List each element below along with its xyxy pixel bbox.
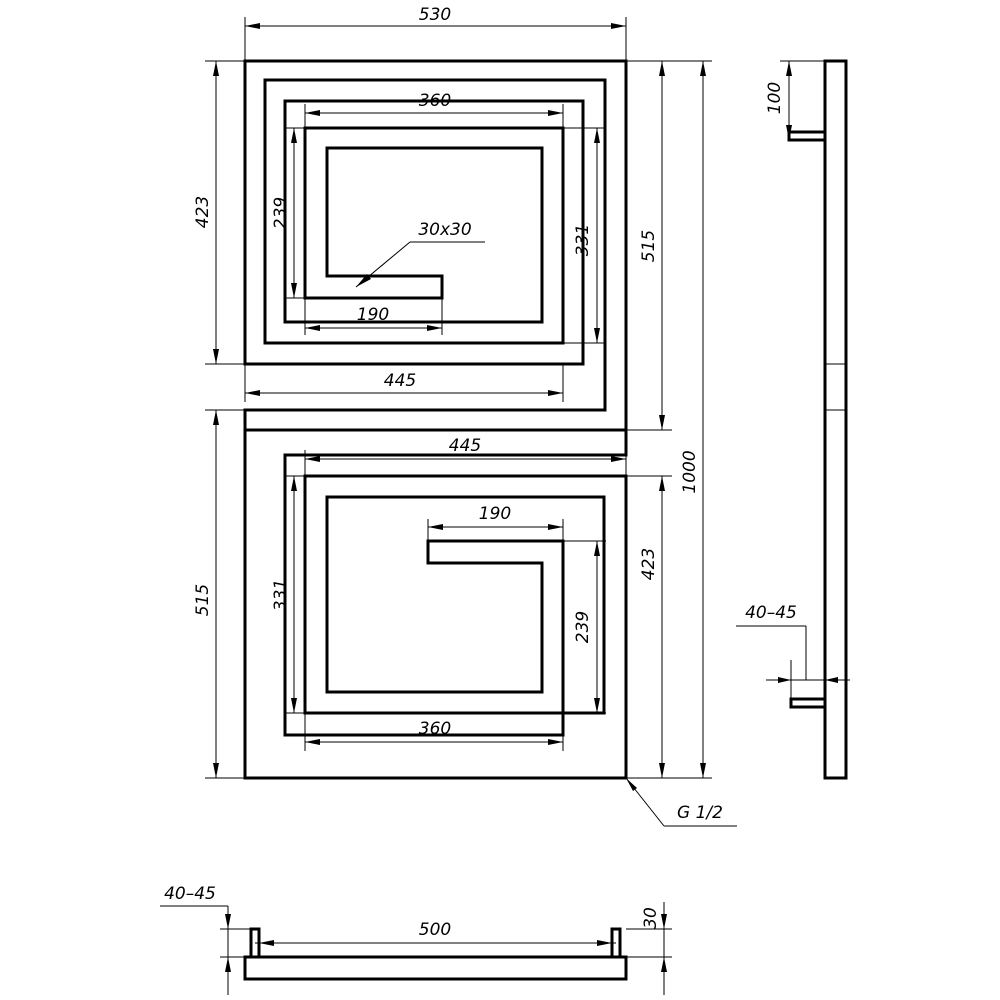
upper-spiral-outline bbox=[243, 59, 628, 432]
label-upper-inner-width: 360 bbox=[419, 91, 451, 111]
label-lower-left-height: 515 bbox=[193, 584, 213, 616]
label-bottom-wall-distance: 40–45 bbox=[164, 884, 216, 904]
label-connection-thread: G 1/2 bbox=[677, 803, 723, 823]
label-upper-tail: 190 bbox=[357, 305, 389, 325]
label-upper-spiral-height: 239 bbox=[271, 197, 291, 229]
label-overall-height: 1000 bbox=[680, 450, 700, 493]
label-tube-section: 30x30 bbox=[418, 220, 471, 240]
bottom-view bbox=[160, 902, 672, 995]
label-upper-bottom-width: 445 bbox=[384, 371, 416, 391]
label-upper-right-height: 515 bbox=[639, 230, 659, 262]
label-lower-right-height: 423 bbox=[639, 548, 659, 580]
dimension-labels: 530 360 30x30 190 445 445 190 360 423 51… bbox=[164, 5, 797, 940]
label-lower-top-width: 445 bbox=[449, 436, 481, 456]
label-lower-inner-height: 331 bbox=[271, 579, 291, 611]
dimension-lines bbox=[205, 17, 737, 827]
label-bottom-depth: 30 bbox=[641, 907, 661, 929]
label-lower-spiral-height: 239 bbox=[573, 611, 593, 643]
label-side-top-offset: 100 bbox=[765, 82, 785, 114]
label-side-wall-distance: 40–45 bbox=[745, 603, 797, 623]
lower-spiral-outline bbox=[243, 430, 628, 780]
label-lower-tail: 190 bbox=[479, 504, 511, 524]
label-bottom-spacing: 500 bbox=[419, 920, 451, 940]
side-view bbox=[736, 59, 850, 780]
label-lower-inner-width: 360 bbox=[419, 719, 451, 739]
label-upper-left-height: 423 bbox=[193, 196, 213, 228]
label-upper-inner-height: 331 bbox=[573, 224, 593, 256]
label-overall-width: 530 bbox=[419, 5, 451, 25]
